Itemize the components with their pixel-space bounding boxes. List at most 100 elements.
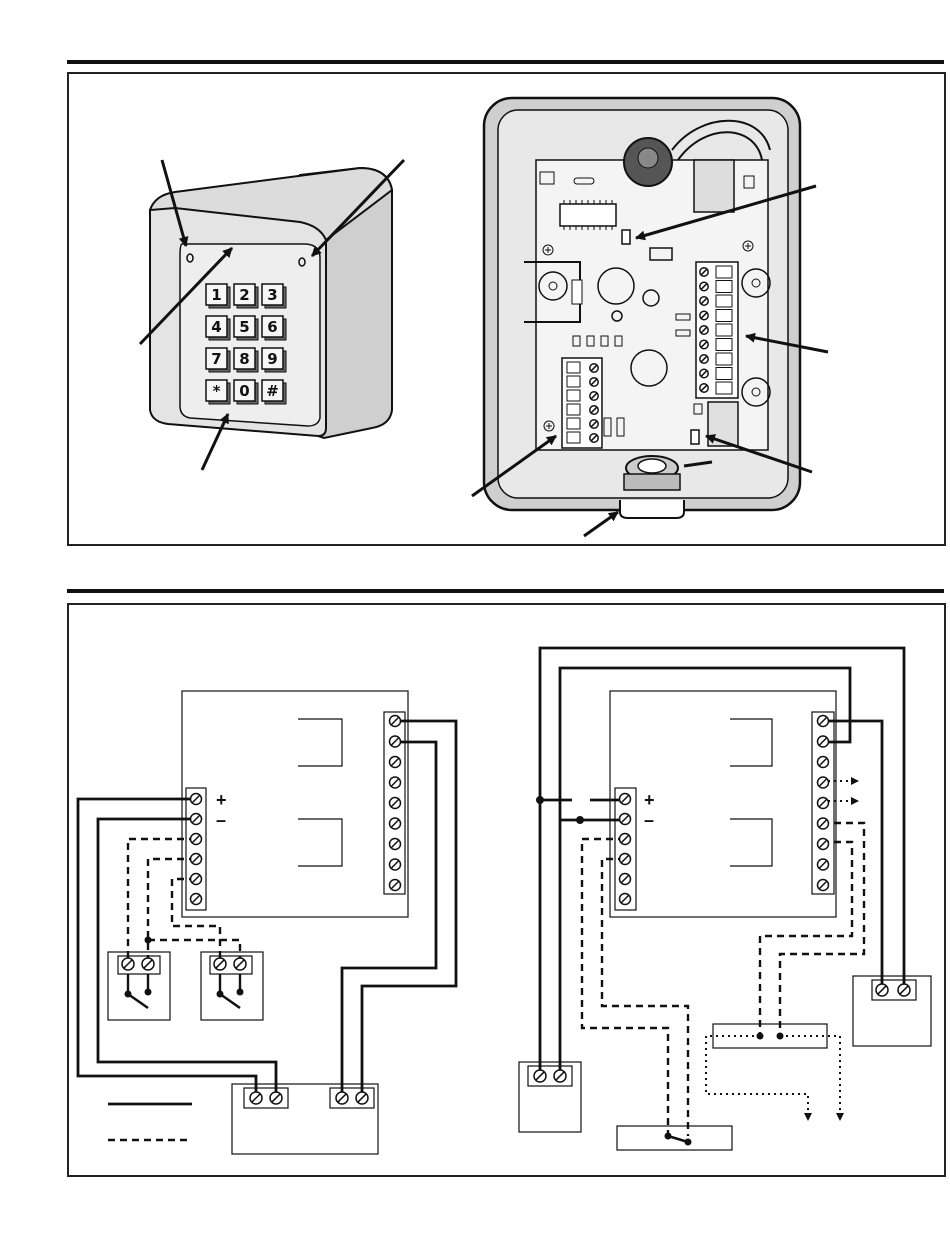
relay-outline-right-2 bbox=[730, 819, 772, 866]
keypad-key-label: 2 bbox=[239, 286, 249, 304]
relay-outline-left-1 bbox=[298, 719, 342, 766]
screw-terminal-icon bbox=[122, 958, 134, 970]
keypad-key-hash[interactable]: # bbox=[262, 380, 286, 404]
screw-terminal-icon bbox=[590, 378, 598, 386]
screw-terminal-icon bbox=[620, 794, 631, 805]
keypad-key-label: 9 bbox=[267, 350, 277, 368]
screw-terminal-icon bbox=[590, 434, 598, 442]
keypad-key-0[interactable]: 0 bbox=[234, 380, 258, 404]
alarm-device-bar bbox=[713, 1024, 827, 1048]
callout-arrow bbox=[584, 512, 618, 536]
polarity-plus-label-right: + bbox=[644, 790, 655, 810]
screw-terminal-icon bbox=[191, 894, 202, 905]
keypad-key-2[interactable]: 2 bbox=[234, 284, 258, 308]
screw-terminal-icon bbox=[554, 1070, 566, 1082]
microcontroller-chip bbox=[560, 204, 616, 226]
screw-terminal-icon bbox=[590, 392, 598, 400]
screw-terminal-icon bbox=[534, 1070, 546, 1082]
keypad-key-1[interactable]: 1 bbox=[206, 284, 230, 308]
screw-terminal-icon bbox=[356, 1092, 368, 1104]
screw-terminal-icon bbox=[818, 798, 829, 809]
screw-terminal-icon bbox=[620, 814, 631, 825]
screw-terminal-icon bbox=[390, 839, 401, 850]
keypad-key-label: 8 bbox=[239, 350, 249, 368]
screw-terminal-icon bbox=[700, 297, 708, 305]
screw-terminal-icon bbox=[818, 880, 829, 891]
pushbutton-box-1 bbox=[108, 952, 170, 1020]
screw-terminal-icon bbox=[390, 757, 401, 768]
keypad-key-8[interactable]: 8 bbox=[234, 348, 258, 372]
screw-terminal-icon bbox=[234, 958, 246, 970]
screw-terminal-icon bbox=[700, 369, 708, 377]
screw-terminal-icon bbox=[818, 736, 829, 747]
screw-terminal-icon bbox=[250, 1092, 262, 1104]
keypad-key-5[interactable]: 5 bbox=[234, 316, 258, 340]
screw-terminal-icon bbox=[700, 282, 708, 290]
screw-terminal-icon bbox=[818, 859, 829, 870]
keypad-key-label: 7 bbox=[211, 350, 221, 368]
screw-terminal-icon bbox=[270, 1092, 282, 1104]
screw-terminal-icon bbox=[191, 834, 202, 845]
screw-terminal-icon bbox=[390, 880, 401, 891]
keypad-key-7[interactable]: 7 bbox=[206, 348, 230, 372]
screw-terminal-icon bbox=[818, 818, 829, 829]
terminal-strip-left-power bbox=[186, 788, 206, 910]
screw-terminal-icon bbox=[142, 958, 154, 970]
keypad-key-3[interactable]: 3 bbox=[262, 284, 286, 308]
keypad-interior-view bbox=[472, 98, 828, 536]
polarity-plus-label: + bbox=[216, 790, 227, 810]
keypad-key-label: # bbox=[266, 382, 279, 400]
screw-terminal-icon bbox=[700, 326, 708, 334]
lock-box-right bbox=[853, 976, 931, 1046]
wiring-diagram-right: + – bbox=[519, 648, 931, 1150]
screw-terminal-icon bbox=[191, 794, 202, 805]
keypad-key-label: 1 bbox=[211, 286, 221, 304]
keypad-key-9[interactable]: 9 bbox=[262, 348, 286, 372]
screw-terminal-icon bbox=[214, 958, 226, 970]
screw-terminal-icon bbox=[700, 340, 708, 348]
screw-terminal-icon bbox=[620, 894, 631, 905]
terminal-strip-right-power bbox=[615, 788, 636, 910]
screw-terminal-icon bbox=[191, 854, 202, 865]
screw-terminal-icon bbox=[898, 984, 910, 996]
screw-terminal-icon bbox=[336, 1092, 348, 1104]
keypad-key-label: 5 bbox=[239, 318, 249, 336]
screw-terminal-icon bbox=[590, 406, 598, 414]
screw-terminal-icon bbox=[590, 364, 598, 372]
screw-terminal-icon bbox=[818, 839, 829, 850]
screw-terminal-icon bbox=[390, 736, 401, 747]
program-jumper bbox=[622, 230, 630, 244]
keypad-key-label: 0 bbox=[239, 382, 249, 400]
screw-terminal-icon bbox=[390, 777, 401, 788]
screw-terminal-icon bbox=[620, 854, 631, 865]
screw-terminal-icon bbox=[390, 859, 401, 870]
screw-terminal-icon bbox=[818, 757, 829, 768]
keypad-key-4[interactable]: 4 bbox=[206, 316, 230, 340]
keypad-key-label: 6 bbox=[267, 318, 277, 336]
keypad-key-label: 3 bbox=[267, 286, 277, 304]
screw-terminal-icon bbox=[700, 311, 708, 319]
screw-terminal-icon bbox=[620, 874, 631, 885]
screw-terminal-icon bbox=[390, 798, 401, 809]
polarity-minus-label-right: – bbox=[644, 810, 654, 830]
screw-terminal-icon bbox=[191, 874, 202, 885]
screw-terminal-icon bbox=[700, 268, 708, 276]
screw-terminal-icon bbox=[700, 384, 708, 392]
screw-terminal-icon bbox=[191, 814, 202, 825]
screw-terminal-icon bbox=[876, 984, 888, 996]
keypad-key-label: * bbox=[213, 382, 221, 400]
relay-outline-left-2 bbox=[298, 819, 342, 866]
keypad-key-star[interactable]: * bbox=[206, 380, 230, 404]
screw-terminal-icon bbox=[390, 818, 401, 829]
keypad-key-6[interactable]: 6 bbox=[262, 316, 286, 340]
screw-terminal-icon bbox=[818, 777, 829, 788]
relay-outline-right-1 bbox=[730, 719, 772, 766]
relay-block bbox=[694, 160, 734, 212]
keypad-key-label: 4 bbox=[211, 318, 221, 336]
screw-terminal-icon bbox=[620, 834, 631, 845]
screw-terminal-icon bbox=[390, 716, 401, 727]
screw-terminal-icon bbox=[590, 420, 598, 428]
screw-terminal-icon bbox=[818, 716, 829, 727]
